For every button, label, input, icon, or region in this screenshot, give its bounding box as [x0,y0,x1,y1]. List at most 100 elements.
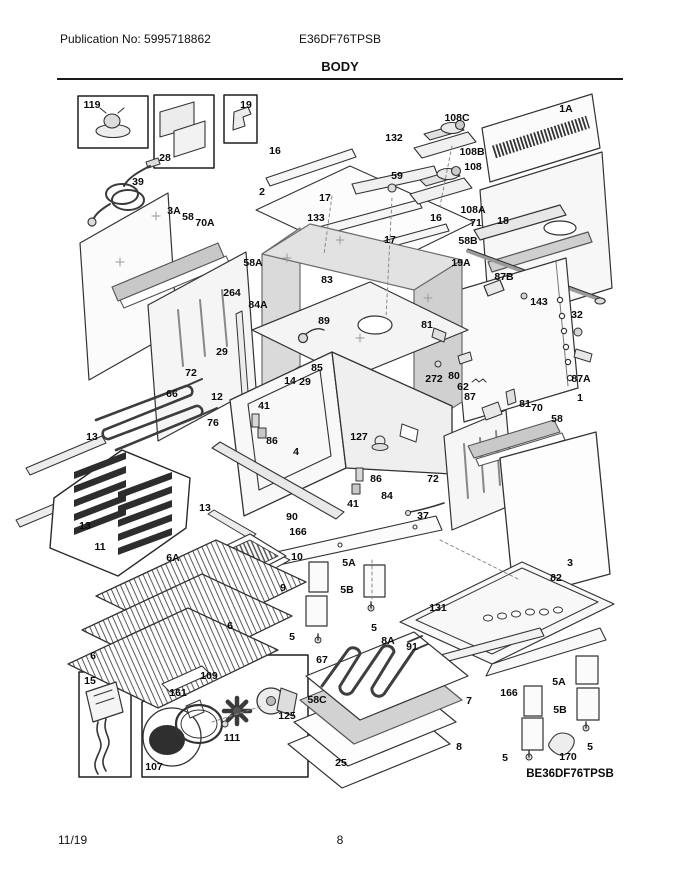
part-label-107-89: 107 [145,761,163,773]
part-label-1a-21: 1A [559,103,573,115]
part-label-2-8: 2 [259,186,265,198]
part-label-67-79: 67 [316,654,328,666]
shim-plates-part [159,101,206,158]
part-label-72-27: 72 [185,367,197,379]
part-label-76-34: 76 [207,417,219,429]
part-label-125-88: 125 [278,710,296,722]
part-label-91-78: 91 [406,641,418,653]
part-label-11-41: 11 [94,541,106,553]
igniter [85,681,124,775]
part-label-86-58: 86 [370,473,382,485]
part-label-37-62: 37 [417,510,429,522]
part-label-111-87: 111 [223,732,241,744]
part-label-5-93: 5 [587,741,593,753]
small-hardware [431,292,593,421]
part-label-109-86: 109 [200,670,218,682]
part-label-58c-80: 58C [307,694,327,706]
alignment-dashes [211,145,521,723]
part-label-170-94: 170 [559,751,577,763]
part-label-41-35: 41 [258,400,270,412]
part-label-87a-46: 87A [571,373,591,385]
part-label-272-52: 272 [425,373,443,385]
part-label-84-60: 84 [381,490,393,502]
part-label-14-31: 14 [284,375,296,387]
part-label-108a-18: 108A [460,204,486,216]
part-label-81-51: 81 [421,319,433,331]
part-label-13-38: 13 [86,431,98,443]
part-label-16-7: 16 [269,145,281,157]
right-side-panel [467,419,611,601]
part-label-66-37: 66 [166,388,178,400]
part-label-6-68: 6 [227,620,233,632]
part-label-58b-20: 58B [458,235,478,247]
part-label-59-11: 59 [391,170,403,182]
part-label-70a-6: 70A [195,217,215,229]
part-label-119-0: 119 [83,99,101,111]
part-label-18-22: 18 [497,215,509,227]
oven-racks [67,539,307,709]
small-bracket-part [232,106,252,131]
part-label-32-45: 32 [571,309,583,321]
part-label-8-82: 8 [456,741,462,753]
grommet-part [95,107,131,139]
part-label-70-54: 70 [531,402,543,414]
inset-box-28 [153,94,215,169]
part-label-19-2: 19 [240,99,252,111]
part-label-1-47: 1 [577,392,583,404]
footer-date: 11/19 [58,833,88,847]
inset-box-119 [77,95,149,149]
left-trim-strips [111,242,231,309]
part-label-108b-16: 108B [459,146,485,158]
oven-cavity [211,351,453,520]
leveling-feet-right [485,627,607,761]
part-label-84a-25: 84A [248,299,268,311]
convection-fan [142,687,298,767]
part-label-264-24: 264 [223,287,241,299]
part-label-58a-23: 58A [243,257,263,269]
publication-number: Publication No: 5995718862 [60,32,211,46]
part-label-16-14: 16 [430,212,442,224]
part-label-39-3: 39 [132,176,144,188]
part-label-15-84: 15 [84,675,96,687]
part-label-87b-43: 87B [494,271,514,283]
part-label-89-29: 89 [318,315,330,327]
part-label-5a-91: 5A [552,676,566,688]
part-label-90-63: 90 [286,511,298,523]
part-label-108-17: 108 [464,161,482,173]
part-label-83-28: 83 [321,274,333,286]
part-label-62-49: 62 [457,381,469,393]
part-label-5-75: 5 [371,622,377,634]
part-label-133-12: 133 [307,212,325,224]
burner-assemblies [409,119,477,205]
insulation-wrap [261,223,463,433]
part-label-7-81: 7 [466,695,472,707]
part-label-13-39: 13 [79,520,91,532]
part-label-108c-15: 108C [444,112,470,124]
part-label-10-65: 10 [291,551,303,563]
part-label-17-13: 17 [384,234,396,246]
part-label-71-19: 71 [470,217,482,229]
part-label-29-32: 29 [299,376,311,388]
part-label-5-95: 5 [502,752,508,764]
part-label-5a-73: 5A [342,557,356,569]
part-label-6a-67: 6A [166,552,180,564]
inset-box-19 [223,94,258,144]
bake-element [94,378,218,452]
part-label-166-90: 166 [500,687,518,699]
part-label-166-64: 166 [289,526,307,538]
diagram-model-caption: BE36DF76TPSB [526,768,614,780]
part-label-5-76: 5 [289,631,295,643]
part-label-127-57: 127 [350,431,368,443]
page-title: BODY [321,59,359,74]
part-label-143-44: 143 [530,296,548,308]
part-label-19a-42: 19A [451,257,471,269]
part-label-72-61: 72 [427,473,439,485]
part-label-82-71: 82 [550,572,562,584]
part-label-5b-92: 5B [553,704,567,716]
footer-page-number: 8 [336,833,344,847]
model-number: E36DF76TPSB [298,32,382,46]
part-label-8a-77: 8A [381,635,395,647]
